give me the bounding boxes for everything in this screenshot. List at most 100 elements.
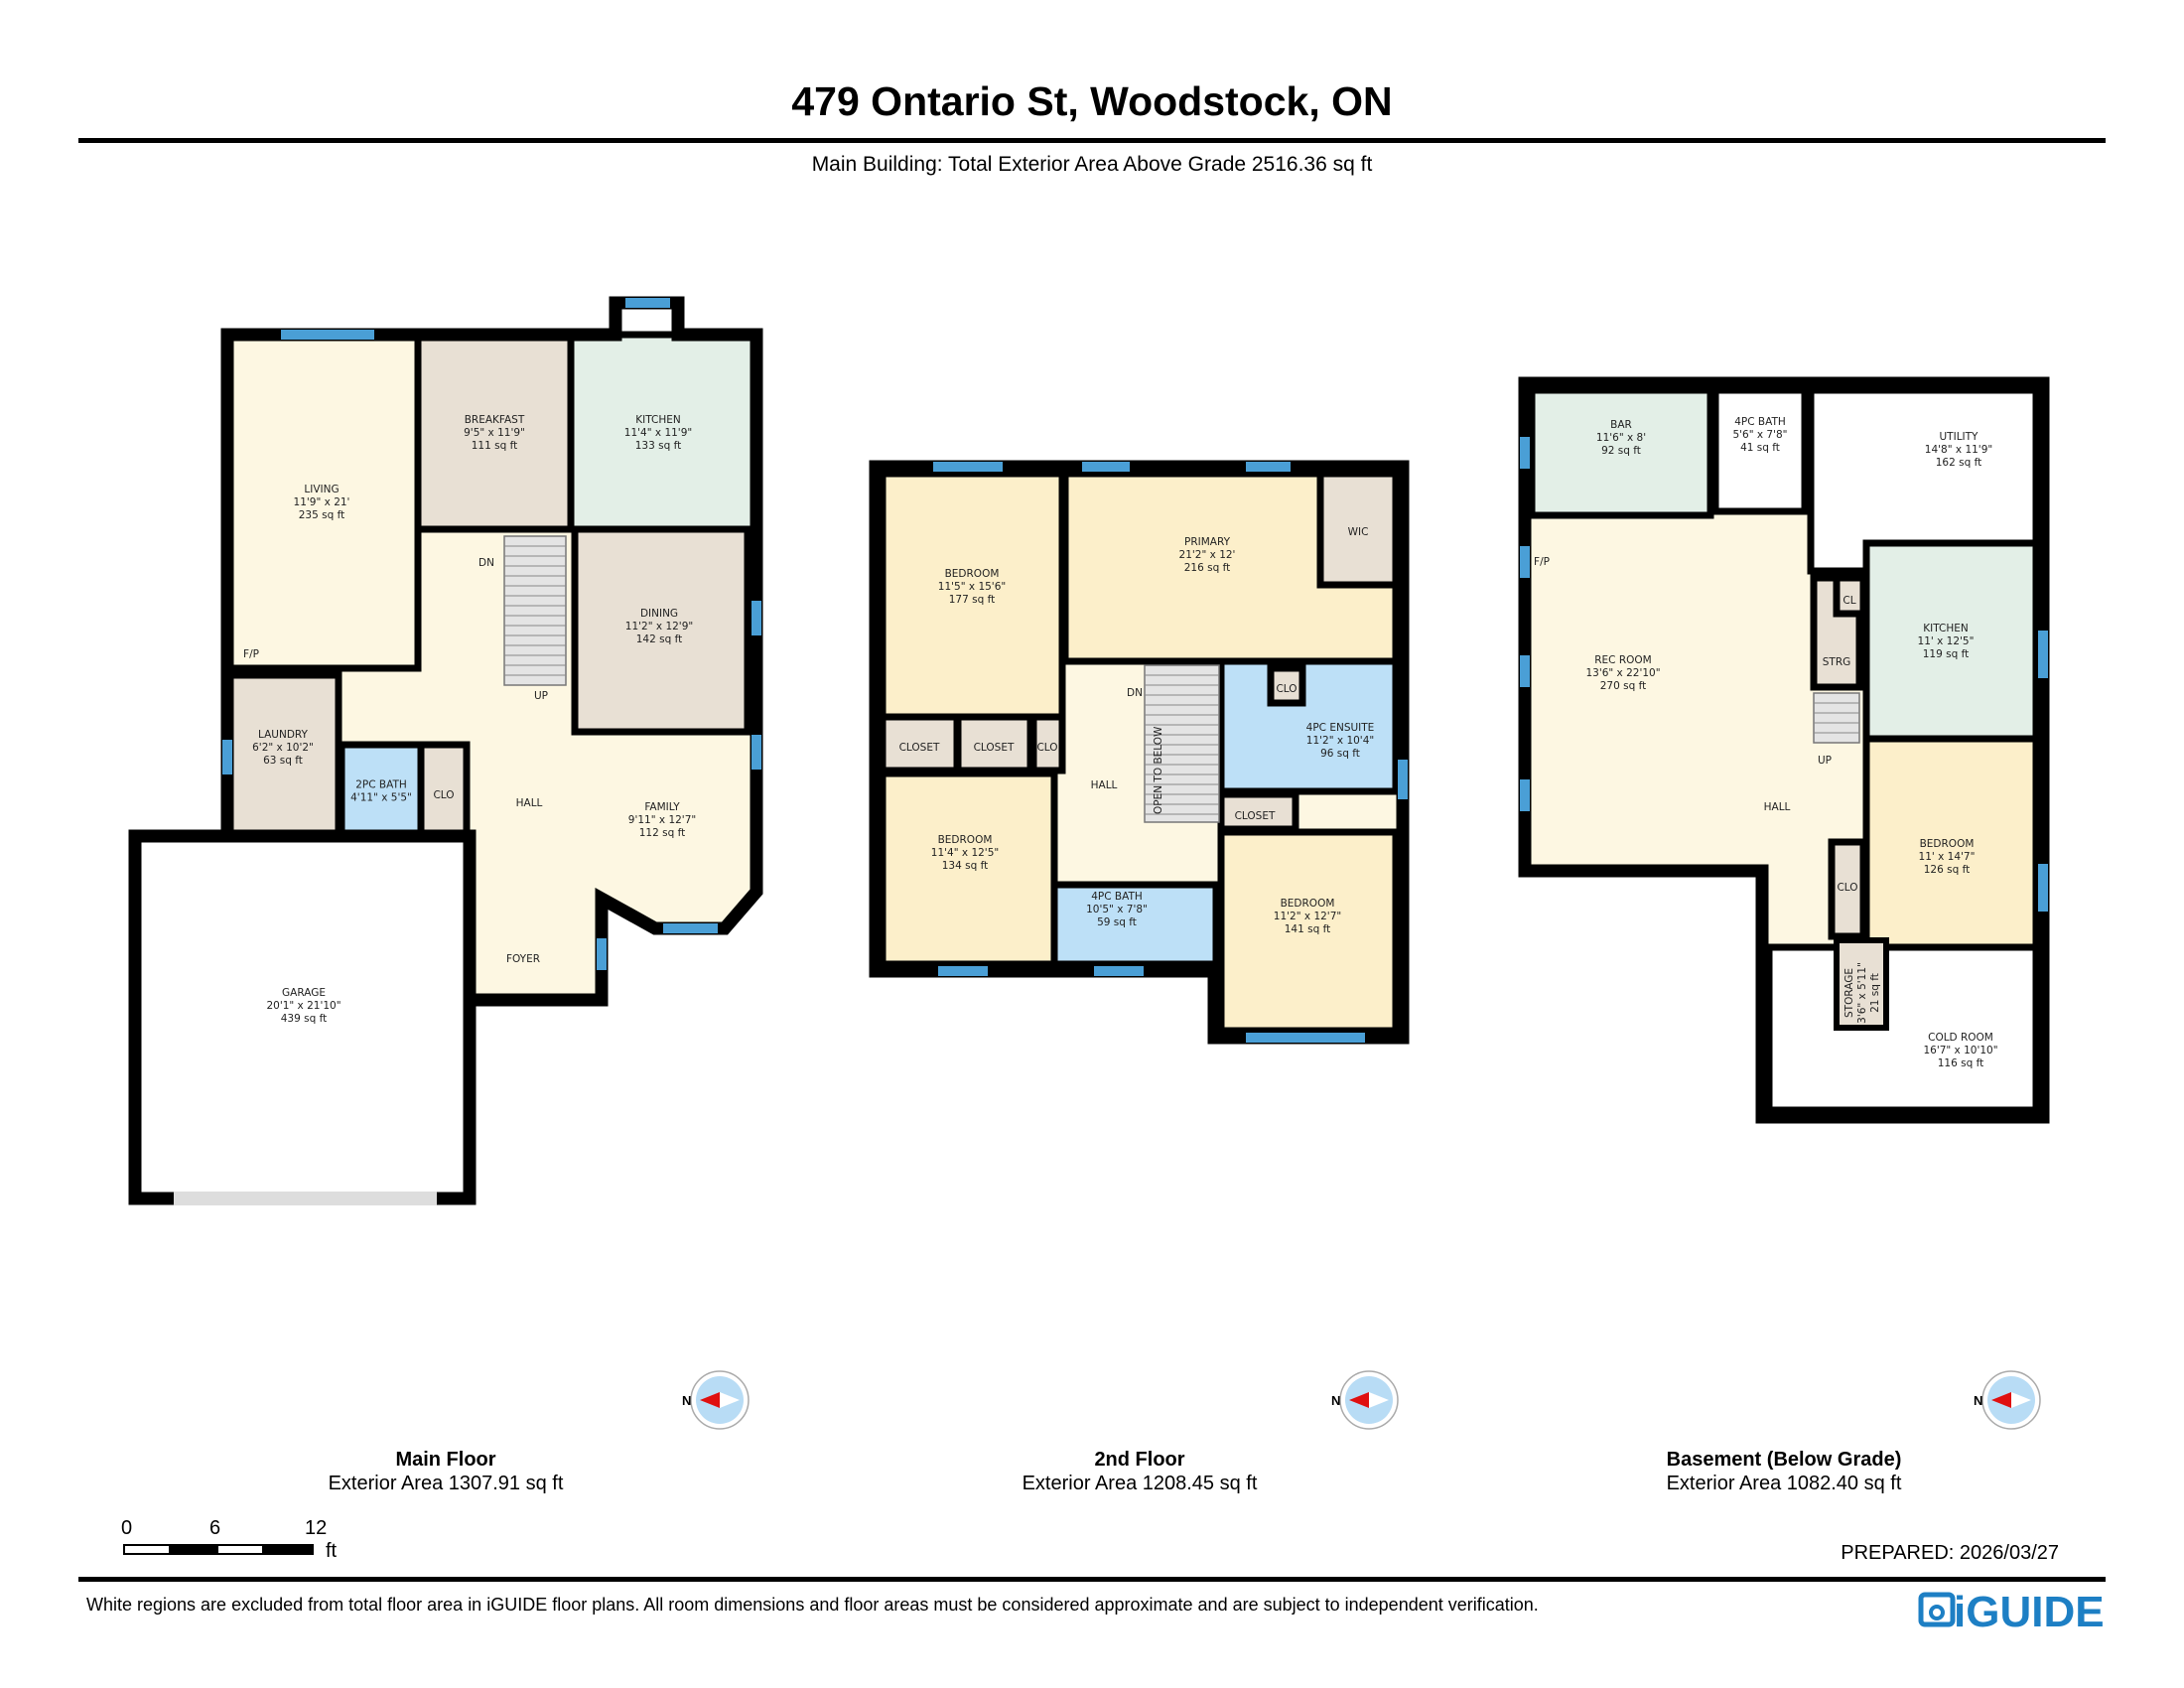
basement-caption: Basement (Below Grade) <box>1667 1449 1902 1471</box>
room-area: 134 sq ft <box>942 860 988 872</box>
room-name: KITCHEN <box>1923 623 1969 634</box>
room-area <box>1828 838 1867 940</box>
stairs <box>503 535 567 686</box>
room-dims: 21'2" x 12' <box>1179 549 1236 561</box>
storage-room <box>1834 937 1889 1031</box>
room-area <box>879 470 1066 721</box>
room-name: STRG <box>1823 656 1851 668</box>
main-room-foyer: FOYER <box>506 953 540 965</box>
room-area <box>1217 657 1400 795</box>
window <box>933 462 1003 472</box>
window <box>1094 966 1144 976</box>
room-area: 162 sq ft <box>1936 457 1981 469</box>
room-dims: 9'11" x 12'7" <box>628 814 696 826</box>
window <box>281 330 374 340</box>
room-name: LAUNDRY <box>258 729 309 741</box>
window <box>625 298 670 308</box>
window <box>1398 760 1408 799</box>
room-area <box>1050 881 1220 968</box>
room-name: CLO <box>1036 742 1057 754</box>
room-name: UP <box>1818 755 1832 767</box>
second-room-closet: CLOSET <box>1217 790 1299 833</box>
room-name: BREAKFAST <box>465 414 525 426</box>
footer-divider <box>78 1577 2106 1582</box>
room-dims: 9'5" x 11'9" <box>464 427 525 439</box>
scale-unit: ft <box>326 1540 338 1562</box>
room-name: CLO <box>433 789 454 801</box>
room-name: UTILITY <box>1940 431 1979 443</box>
second-room-closet: CLOSET <box>879 713 961 774</box>
room-area: 92 sq ft <box>1601 445 1641 457</box>
second-floor-area: Exterior Area 1208.45 sq ft <box>1023 1473 1258 1494</box>
open-to-below-label: OPEN TO BELOW <box>1153 726 1164 814</box>
room-name: WIC <box>1348 526 1369 538</box>
scale-tick-0: 0 <box>121 1517 132 1539</box>
window <box>1520 779 1530 811</box>
room-name: CLOSET <box>974 742 1015 754</box>
room-area: 177 sq ft <box>949 594 995 606</box>
stairs <box>1813 692 1860 744</box>
window <box>1520 546 1530 578</box>
room-dims: 20'1" x 21'10" <box>266 1000 341 1012</box>
room-name: GARAGE <box>282 987 326 999</box>
window <box>222 740 232 774</box>
basement-room-hall: HALL <box>1764 801 1791 813</box>
room-area: 216 sq ft <box>1184 562 1230 574</box>
room-dims: 6'2" x 10'2" <box>252 742 314 754</box>
room-area: 116 sq ft <box>1938 1057 1983 1069</box>
scale-tick-12: 12 <box>305 1517 327 1539</box>
second-room-hall: HALL <box>1091 779 1118 791</box>
compass-north-label: N <box>682 1393 691 1408</box>
room-dims: 4'11" x 5'5" <box>350 792 412 804</box>
second-room-clo: CLO <box>1029 713 1066 774</box>
basement-room-cl: CL <box>1833 574 1867 618</box>
room-dims: 11'2" x 12'9" <box>625 621 693 633</box>
room-area: 126 sq ft <box>1924 864 1970 876</box>
room-name: FOYER <box>506 953 540 965</box>
scale-tick-6: 6 <box>209 1517 220 1539</box>
compass-north-label: N <box>1331 1393 1340 1408</box>
room-area: 270 sq ft <box>1600 680 1646 692</box>
room-area <box>1217 790 1299 833</box>
room-dims: 11'2" x 12'7" <box>1274 911 1341 922</box>
room-name: CLO <box>1837 882 1857 894</box>
room-dims: 11' x 12'5" <box>1918 635 1975 647</box>
room-name: CLOSET <box>899 742 940 754</box>
room-area: 439 sq ft <box>281 1013 327 1025</box>
room-dims: 11'4" x 11'9" <box>624 427 692 439</box>
second-floor-caption: 2nd Floor <box>1094 1449 1184 1471</box>
prepared-date: PREPARED: 2026/03/27 <box>1841 1542 2059 1564</box>
room-name: CL <box>1843 595 1855 607</box>
room-name: DN <box>1127 687 1143 699</box>
room-name: REC ROOM <box>1594 654 1651 666</box>
room-name: DN <box>478 557 494 569</box>
north-compass-icon: N <box>682 1370 750 1430</box>
main-room-up: UP <box>534 690 548 702</box>
room-area <box>131 832 474 1202</box>
footer-disclaimer: White regions are excluded from total fl… <box>86 1595 1539 1615</box>
main-floor-caption: Main Floor <box>395 1449 495 1471</box>
room-area: 111 sq ft <box>472 440 517 452</box>
second-room-closet: CLOSET <box>954 713 1034 774</box>
room-name: BEDROOM <box>945 568 1000 580</box>
room-dims: 11'6" x 8' <box>1596 432 1646 444</box>
room-dims: 11'9" x 21' <box>294 496 350 508</box>
room-name: KITCHEN <box>635 414 681 426</box>
exterior-walls <box>128 296 2050 1205</box>
basement-wall <box>1518 376 2050 1124</box>
second-room-dn: DN <box>1127 687 1143 699</box>
garage-wall <box>128 829 477 1205</box>
